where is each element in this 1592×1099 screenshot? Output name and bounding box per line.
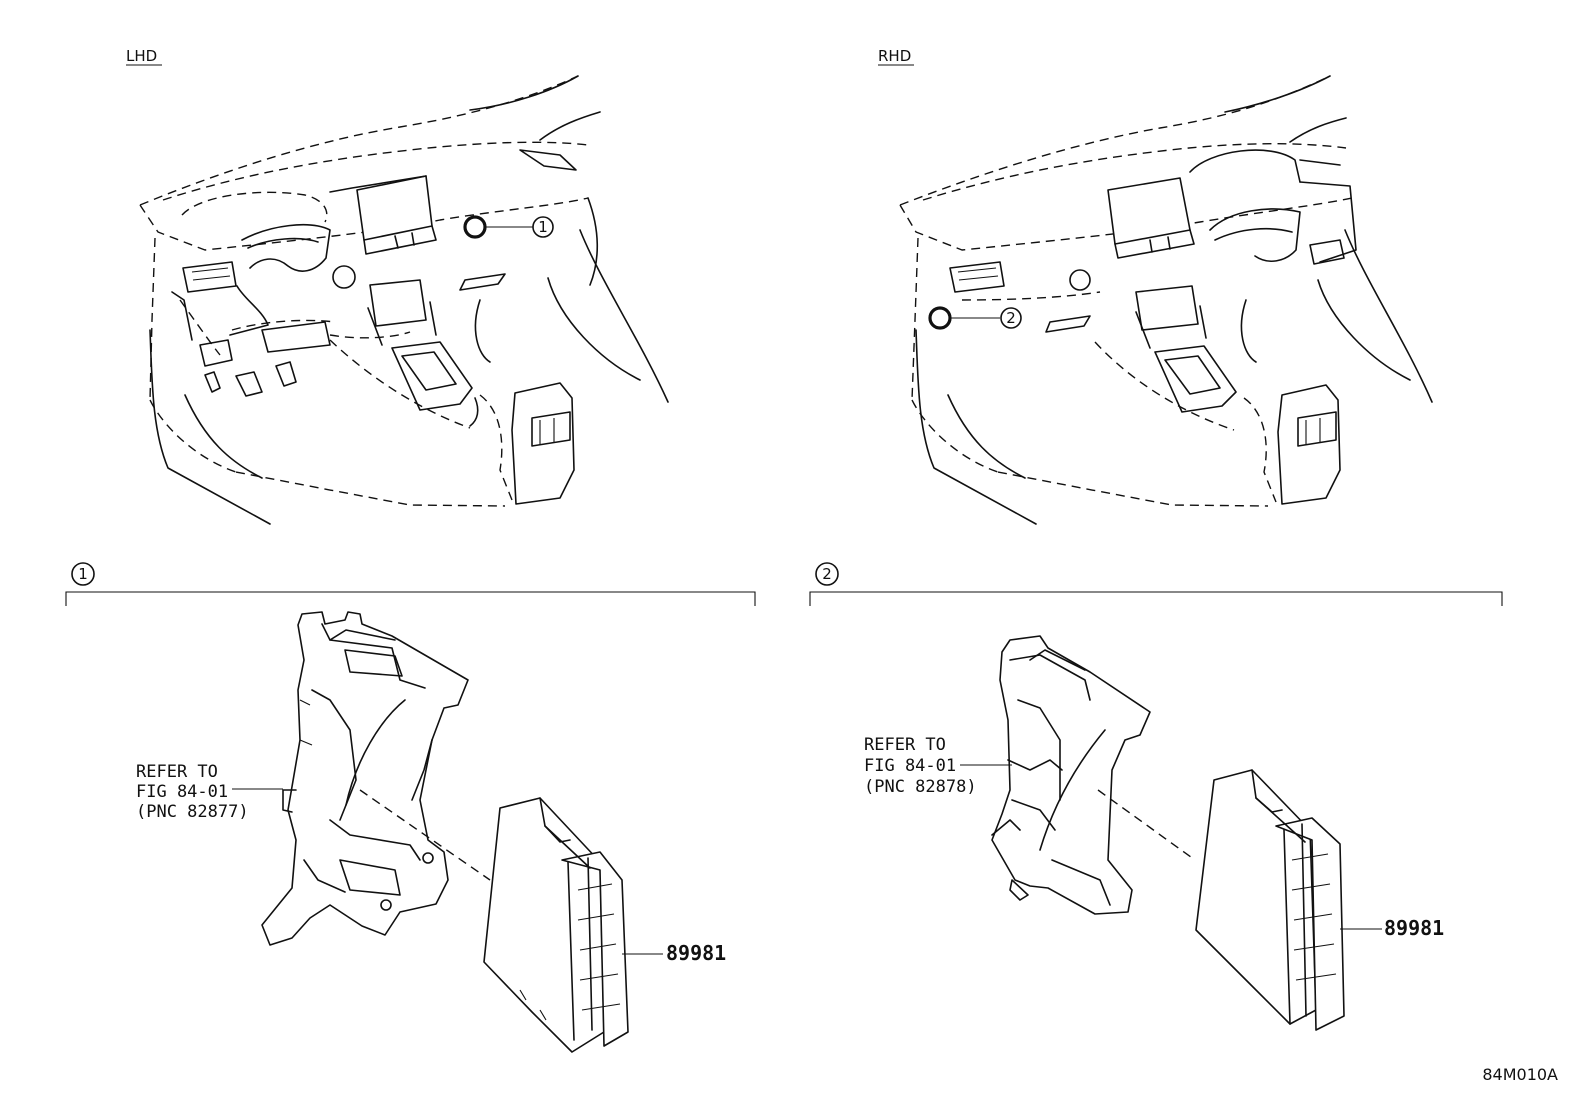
detail-2-refer-line-1: REFER TO [864,735,946,755]
detail-1-callout-circle [71,562,95,586]
rhd-view: RHD [878,47,1433,525]
detail-1-ecu-module [483,797,629,1053]
lhd-callout-number: 1 [538,218,548,236]
detail-2-dashed-leader [1097,789,1196,861]
rhd-label: RHD [878,47,911,65]
detail-1: 1 [65,562,756,1053]
detail-2-part-number: 89981 [1384,916,1444,940]
detail-2-bracket [809,591,1503,606]
rhd-dashboard-outline [899,75,1433,525]
lhd-view: LHD [126,47,669,525]
detail-1-dashed-leader [359,789,491,881]
detail-2-callout-number: 2 [822,565,832,583]
detail-1-callout-number: 1 [78,565,88,583]
detail-2-refer-line-3: (PNC 82878) [864,777,977,797]
detail-2: 2 REFER TO FIG 84-01 (PNC 82878) [809,562,1503,1031]
rhd-callout-circle [1000,307,1022,329]
detail-1-refer-line-3: (PNC 82877) [136,802,249,822]
detail-2-ecu-module [1195,769,1345,1031]
lhd-callout-circle [532,216,554,238]
detail-2-callout-circle [815,562,839,586]
detail-1-refer-line-2: FIG 84-01 [136,782,228,802]
detail-1-part-number: 89981 [666,941,726,965]
detail-2-refer-line-2: FIG 84-01 [864,756,956,776]
rhd-callout-number: 2 [1006,309,1016,327]
lhd-dashboard-outline [139,75,669,525]
lhd-label: LHD [126,47,157,65]
illustration-code: 84M010A [1482,1065,1558,1084]
detail-1-bracket [65,591,756,606]
detail-1-mounting-bracket [261,611,469,946]
detail-1-refer-line-1: REFER TO [136,762,218,782]
detail-2-mounting-bracket [991,635,1151,915]
